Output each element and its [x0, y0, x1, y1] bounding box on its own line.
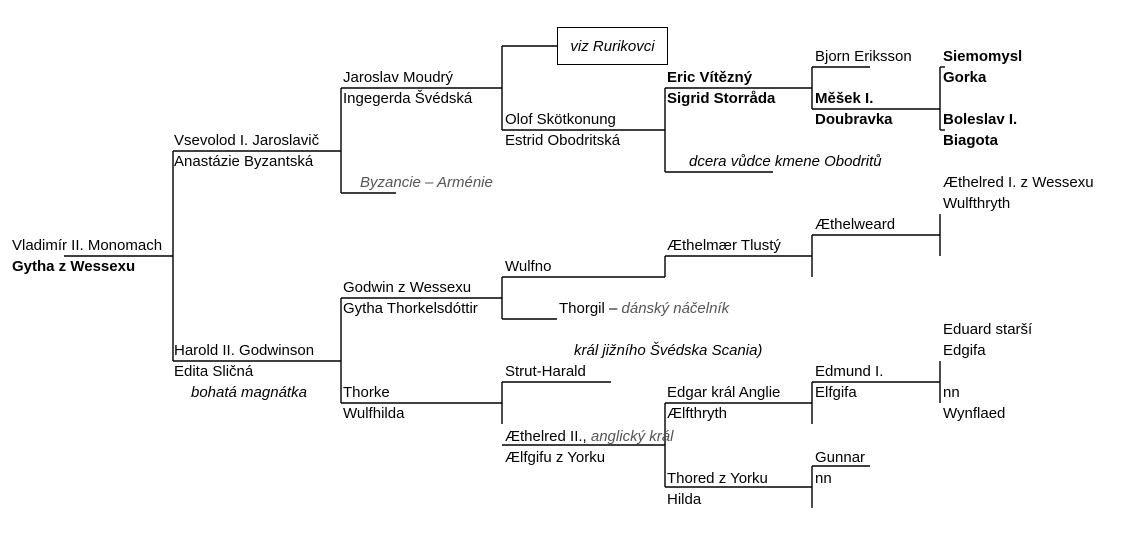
person-jaroslav: Jaroslav Moudrý — [343, 69, 454, 86]
person-aelfthryth: Ælfthryth — [667, 405, 728, 422]
person-gytha-thorkels: Gytha Thorkelsdóttir — [343, 300, 478, 317]
person-aethelmaer: Æthelmær Tlustý — [667, 237, 781, 254]
person-boleslav: Boleslav I. — [943, 111, 1018, 128]
person-sigrid: Sigrid Storråda — [667, 90, 776, 107]
link-box-rurikovci[interactable]: viz Rurikovci — [557, 27, 668, 65]
person-edita: Edita Sličná — [174, 363, 254, 380]
person-thored: Thored z Yorku — [667, 470, 768, 487]
person-aethelred1: Æthelred I. z Wessexu — [943, 174, 1094, 191]
link-rurikovci[interactable]: viz Rurikovci — [570, 37, 655, 55]
note-byzancie: Byzancie – Arménie — [360, 174, 493, 191]
person-aethelred2-name: Æthelred II., — [505, 428, 587, 445]
note-dcera: dcera vůdce kmene Obodritů — [689, 153, 882, 170]
person-godwin: Godwin z Wessexu — [343, 279, 472, 296]
person-aethelred2: Æthelred II., anglický král — [505, 428, 673, 446]
person-doubravka: Doubravka — [815, 111, 893, 128]
person-nn-1: nn — [943, 384, 960, 401]
person-ingegerda: Ingegerda Švédská — [343, 90, 473, 107]
person-siemomysl: Siemomysl — [943, 48, 1023, 65]
person-estrid: Estrid Obodritská — [505, 132, 621, 149]
person-strut: Strut-Harald — [505, 363, 586, 380]
person-gorka: Gorka — [943, 69, 987, 86]
person-edmund: Edmund I. — [815, 363, 884, 380]
person-hilda: Hilda — [667, 491, 702, 508]
person-vladimir: Vladimír II. Monomach — [12, 237, 163, 254]
person-thorke: Thorke — [343, 384, 390, 401]
person-olof: Olof Skötkonung — [505, 111, 616, 128]
person-wulfthryth: Wulfthryth — [943, 195, 1011, 212]
person-mesek: Měšek I. — [815, 90, 874, 107]
note-kral-scania: král jižního Švédska Scania) — [574, 342, 763, 359]
person-edgar: Edgar král Anglie — [667, 384, 781, 401]
person-aelfgifu: Ælfgifu z Yorku — [505, 449, 606, 466]
person-wynflaed: Wynflaed — [943, 405, 1006, 422]
person-thorgil: Thorgil – dánský náčelník — [559, 300, 729, 318]
person-thorgil-title: dánský náčelník — [621, 300, 730, 317]
person-bjorn: Bjorn Eriksson — [815, 48, 912, 65]
person-biagota: Biagota — [943, 132, 999, 149]
person-elfgifa: Elfgifa — [815, 384, 857, 401]
person-thorgil-name: Thorgil – — [559, 300, 618, 317]
note-bohata: bohatá magnátka — [191, 384, 307, 401]
person-wulfhilda: Wulfhilda — [343, 405, 405, 422]
person-nn-2: nn — [815, 470, 832, 487]
person-anastazie: Anastázie Byzantská — [174, 153, 314, 170]
person-harold: Harold II. Godwinson — [174, 342, 315, 359]
person-edgifa: Edgifa — [943, 342, 986, 359]
person-gytha-wessexu: Gytha z Wessexu — [12, 258, 136, 275]
person-gunnar: Gunnar — [815, 449, 866, 466]
person-vsevolod: Vsevolod I. Jaroslavič — [174, 132, 320, 149]
person-wulfno: Wulfno — [505, 258, 552, 275]
person-aethelred2-title: anglický král — [590, 428, 674, 445]
person-aethelweard: Æthelweard — [815, 216, 896, 233]
person-eric: Eric Vítězný — [667, 69, 753, 86]
person-eduard: Eduard starší — [943, 321, 1033, 338]
